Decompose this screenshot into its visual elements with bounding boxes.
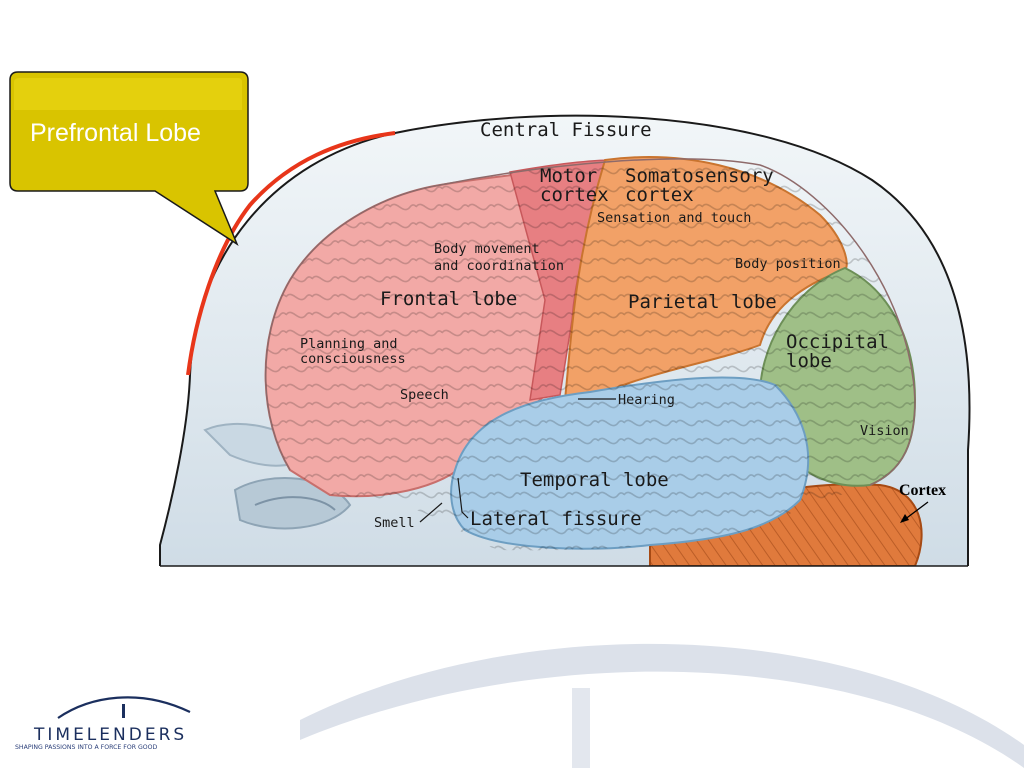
timelenders-logo: TIMELENDERS SHAPING PASSIONS INTO A FORC…	[15, 696, 191, 751]
vision-label: Vision	[860, 423, 909, 439]
temporal-lobe-label: Temporal lobe	[520, 469, 669, 491]
cortex-arrow-icon	[900, 514, 909, 523]
planning-label-2: consciousness	[300, 351, 406, 367]
callout-text: Prefrontal Lobe	[30, 119, 201, 147]
motor-cortex-label-1: Motor	[540, 165, 597, 187]
sensation-label: Sensation and touch	[597, 210, 751, 226]
occipital-lobe-label-2: lobe	[786, 350, 832, 372]
head-outline	[159, 114, 971, 566]
speech-label: Speech	[400, 387, 449, 403]
logo-tagline: SHAPING PASSIONS INTO A FORCE FOR GOOD	[15, 744, 158, 751]
somatosensory-label-1: Somatosensory	[625, 165, 774, 187]
hearing-label: Hearing	[618, 392, 675, 408]
somatosensory-label-2: cortex	[625, 184, 694, 206]
motor-cortex-label-2: cortex	[540, 184, 609, 206]
body-movement-label-2: and coordination	[434, 258, 564, 274]
parietal-lobe-label: Parietal lobe	[628, 291, 777, 313]
smell-label: Smell	[374, 515, 415, 531]
prefrontal-highlight-line	[186, 131, 396, 376]
diagram-labels: Central Fissure Motor cortex Somatosenso…	[300, 119, 909, 531]
body-position-label: Body position	[735, 256, 841, 272]
cortex-annotation: Cortex	[899, 482, 946, 523]
occipital-lobe-label-1: Occipital	[786, 331, 889, 353]
background-swoosh	[300, 643, 1024, 768]
brain-illustration	[159, 114, 971, 567]
cortex-label: Cortex	[899, 482, 946, 499]
planning-label-1: Planning and	[300, 336, 398, 352]
prefrontal-callout: Prefrontal Lobe	[9, 71, 249, 246]
frontal-lobe-label: Frontal lobe	[380, 288, 517, 310]
lateral-fissure-label: Lateral fissure	[470, 508, 642, 530]
body-movement-label-1: Body movement	[434, 241, 540, 257]
central-fissure-label: Central Fissure	[480, 119, 652, 141]
logo-name: TIMELENDERS	[33, 725, 187, 745]
logo-arc-icon	[57, 696, 191, 719]
